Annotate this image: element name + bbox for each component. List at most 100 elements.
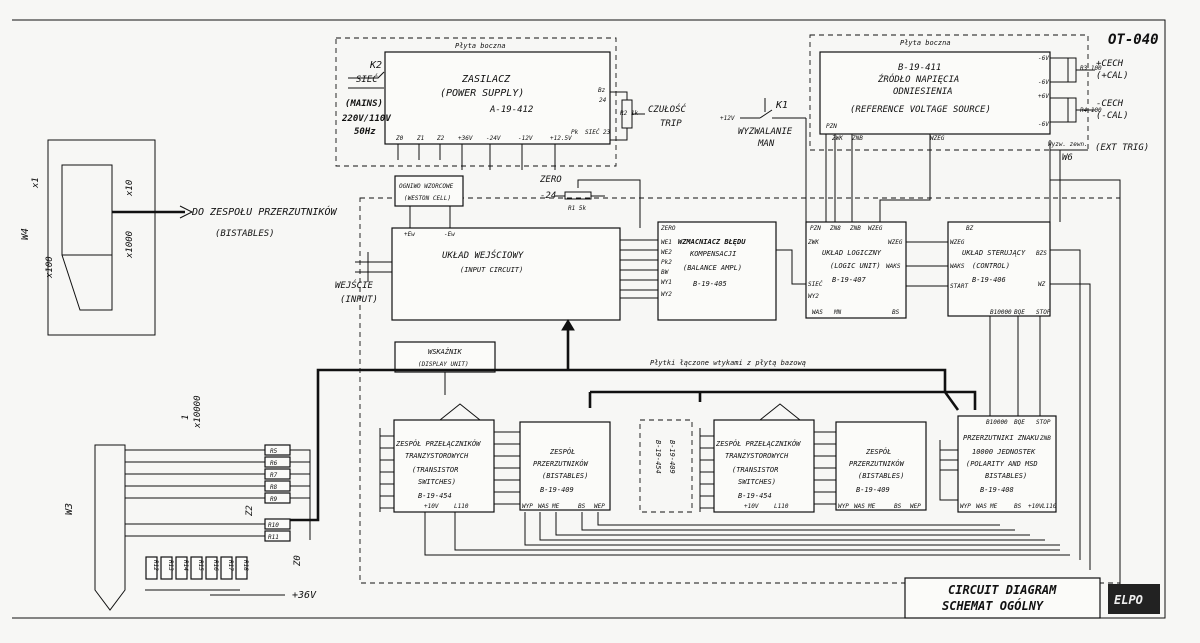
resistor-r14 xyxy=(175,556,188,580)
transistor-switches-block-2 xyxy=(713,419,815,513)
svg-text:WAS: WAS xyxy=(538,503,549,510)
sheet-code: OT-040 xyxy=(1108,32,1159,48)
balance-title: WZMACNIACZ BŁĘDU xyxy=(678,238,746,246)
logic-title: UKŁAD LOGICZNY xyxy=(822,249,882,257)
svg-text:PZN: PZN xyxy=(810,225,821,232)
w3-connector-body xyxy=(94,444,126,611)
plus36-label: +36V xyxy=(292,590,317,601)
svg-text:STOP: STOP xyxy=(1036,419,1051,426)
control-block xyxy=(947,221,1051,317)
r3-label: R3 100 xyxy=(1080,65,1102,72)
svg-text:+36V: +36V xyxy=(458,135,473,142)
cech-plus: +CECH xyxy=(1096,59,1124,69)
msd-title: PRZERZUTNIKI ZNAKU xyxy=(963,434,1040,442)
svg-text:WE1: WE1 xyxy=(661,239,672,246)
power-supply-block xyxy=(384,51,611,145)
bistables2-pins: WYP WAS ME BS WEP xyxy=(838,503,921,510)
svg-text:R12: R12 xyxy=(152,560,159,571)
control-pins: BZ WZEG WAKS START BZS WZ B10000 BQE STO… xyxy=(950,225,1051,316)
minus24-label: -24 xyxy=(540,191,556,201)
switches1-code: B-19-454 xyxy=(418,492,452,500)
svg-text:WZEG: WZEG xyxy=(868,225,883,232)
bistables1-subtitle: (BISTABLES) xyxy=(542,472,588,480)
svg-text:R6: R6 xyxy=(270,460,278,467)
svg-text:WAKS: WAKS xyxy=(886,263,901,270)
reference-to-logic-wires xyxy=(805,118,931,222)
switches2-subtitle-2: SWITCHES) xyxy=(738,478,776,486)
plus12-label: +12V xyxy=(720,115,735,122)
k1-label: K1 xyxy=(775,100,788,111)
side-board-frame-right xyxy=(809,34,1089,151)
plug-in-boards-label: Płytki łączone wtykami z płytą bazową xyxy=(650,359,806,367)
wejscie-label: WEJŚCIE xyxy=(335,279,374,291)
w3-one-label: 1 xyxy=(181,415,191,420)
svg-text:-6V: -6V xyxy=(1038,121,1049,128)
mains-label: (MAINS) xyxy=(345,99,383,109)
z2-label: Z2 xyxy=(245,505,255,517)
switches2-wiring xyxy=(699,403,836,512)
input-to-balance-wires xyxy=(620,239,658,299)
side-board-label-left: Płyta boczna xyxy=(455,42,506,50)
switches1-pin-10v: +10V xyxy=(424,503,439,510)
bistables-block-2 xyxy=(835,421,927,511)
input-circuit-title: UKŁAD WEJŚCIOWY xyxy=(442,249,524,261)
elpo-logo: ELPO xyxy=(1114,593,1143,607)
svg-text:STOP: STOP xyxy=(1036,309,1051,316)
wyzw-zew-label: Wyzw. zewn. xyxy=(1048,141,1088,148)
switches2-subtitle: (TRANSISTOR xyxy=(732,466,778,474)
svg-text:B10000: B10000 xyxy=(990,309,1012,316)
svg-text:R11: R11 xyxy=(268,534,279,541)
w4-connector-frame xyxy=(47,139,156,336)
msd-title-2: 10000 JEDNOSTEK xyxy=(972,448,1036,456)
bistables2-subtitle: (BISTABLES) xyxy=(858,472,904,480)
svg-text:WAS: WAS xyxy=(854,503,865,510)
svg-text:-12V: -12V xyxy=(518,135,533,142)
svg-text:R15: R15 xyxy=(197,560,204,571)
svg-text:Bz: Bz xyxy=(598,87,606,94)
balance-code: B-19-405 xyxy=(693,280,727,288)
svg-text:B10000: B10000 xyxy=(986,419,1008,426)
do-zespolu-label: DO ZESPOŁU PRZERZUTNIKÓW xyxy=(191,205,337,218)
msd-code: B-19-408 xyxy=(980,486,1014,494)
elpo-logo-box xyxy=(1108,584,1160,614)
resistor-r17 xyxy=(220,556,233,580)
reference-voltage-block xyxy=(819,51,1051,135)
svg-text:WZEG: WZEG xyxy=(930,135,945,142)
siec-label: SIEĆ xyxy=(356,73,378,85)
transistor-switches-block-1 xyxy=(393,419,495,513)
weston-subtitle: (WESTON CELL) xyxy=(404,195,451,202)
svg-text:Z2: Z2 xyxy=(436,135,445,142)
resistor-r5 xyxy=(264,444,291,456)
main-bus xyxy=(290,325,960,522)
svg-text:ZWK: ZWK xyxy=(807,239,819,246)
svg-text:ZNB: ZNB xyxy=(851,135,863,142)
resistor-stack: R5 R6 R7 R8 R9 R10 R11 xyxy=(264,444,291,542)
display-unit-block xyxy=(394,341,496,373)
balance-subtitle: (BALANCE AMPL) xyxy=(683,264,742,272)
w3-label: W3 xyxy=(64,503,75,515)
balance-pins: ZERO WE1 WE2 Pk2 BW WY1 WY2 xyxy=(660,225,676,298)
svg-text:BS: BS xyxy=(894,503,902,510)
w4-arrow xyxy=(179,205,194,219)
power-supply-subtitle: (POWER SUPPLY) xyxy=(440,88,524,99)
svg-text:START: START xyxy=(950,283,968,290)
logic-code: B-19-407 xyxy=(832,276,867,284)
svg-text:WYP: WYP xyxy=(838,503,849,510)
plug-in-boards-frame xyxy=(359,197,1121,584)
switches1-wiring xyxy=(379,403,520,512)
logic-subtitle: (LOGIC UNIT) xyxy=(830,262,881,270)
resistor-r9 xyxy=(264,492,291,504)
title-line-2: SCHEMAT OGÓLNY xyxy=(942,598,1044,613)
w4-label: W4 xyxy=(20,228,31,240)
svg-text:WAS: WAS xyxy=(976,503,987,510)
svg-text:Pk: Pk xyxy=(571,129,579,136)
svg-text:R8: R8 xyxy=(270,484,278,491)
mains-voltage: 220V/110V xyxy=(341,114,391,124)
svg-text:24: 24 xyxy=(599,97,607,104)
bistables1-code: B-19-409 xyxy=(540,486,574,494)
svg-text:PZN: PZN xyxy=(826,123,837,130)
resistor-r10 xyxy=(264,518,291,530)
w4-x10-label: x10 xyxy=(125,180,135,197)
svg-text:R10: R10 xyxy=(268,522,279,529)
input-circuit-subtitle: (INPUT CIRCUIT) xyxy=(460,266,523,274)
